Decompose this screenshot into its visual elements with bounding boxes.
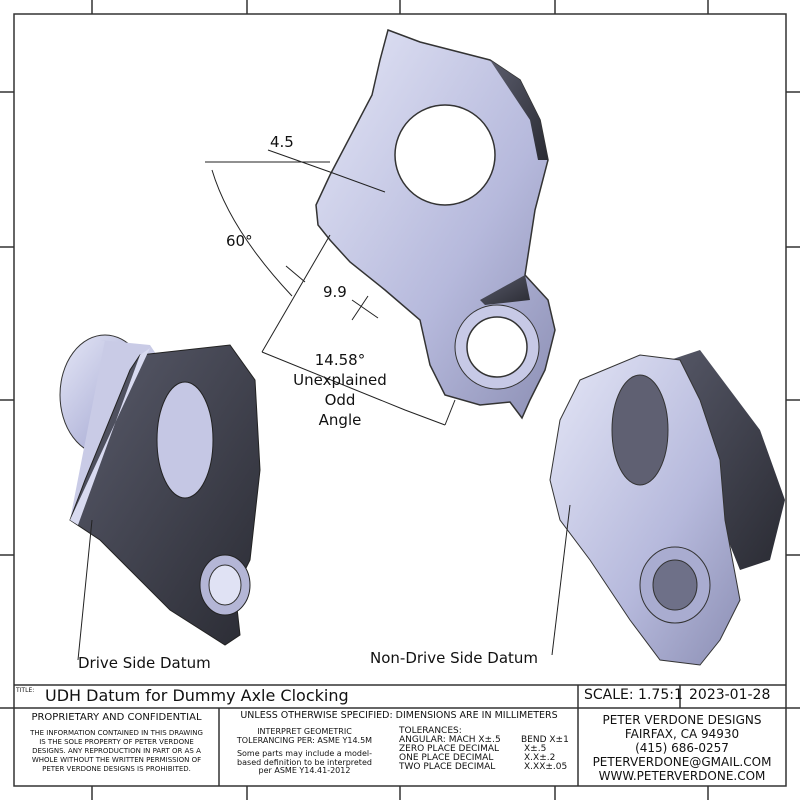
hanger-top-view: [315, 29, 556, 420]
drawing-title: UDH Datum for Dummy Axle Clocking: [45, 686, 349, 705]
hanger-drive-side-view: [59, 334, 261, 646]
dim-odd-angle: 14.58° Unexplained Odd Angle: [285, 350, 395, 430]
scale: SCALE: 1.75:1: [584, 687, 683, 703]
proprietary-heading: PROPRIETARY AND CONFIDENTIAL: [31, 712, 202, 723]
dim-angle: 60°: [226, 232, 253, 250]
dim-offset: 9.9: [323, 283, 347, 301]
odd-angle-note: Unexplained: [293, 371, 387, 389]
mbd-note: Some parts may include a model- based de…: [236, 749, 373, 775]
company-info: PETER VERDONE DESIGNS FAIRFAX, CA 94930 …: [592, 713, 772, 783]
dimension-lines: [205, 149, 456, 426]
non-drive-side-datum-label: Non-Drive Side Datum: [370, 649, 539, 667]
gdt-note: INTERPRET GEOMETRIC TOLERANCING PER: ASM…: [236, 727, 373, 745]
datum-leaders: [77, 504, 571, 661]
date: 2023-01-28: [689, 687, 771, 703]
hanger-non-drive-side-view: [549, 350, 785, 666]
title-block-frame: [0, 684, 800, 786]
proprietary-text: THE INFORMATION CONTAINED IN THIS DRAWIN…: [30, 729, 203, 773]
odd-angle-note: Angle: [318, 411, 362, 429]
odd-angle-note: Odd: [324, 391, 356, 409]
drive-side-datum-label: Drive Side Datum: [78, 654, 211, 672]
units-note: UNLESS OTHERWISE SPECIFIED: DIMENSIONS A…: [240, 710, 558, 721]
odd-angle-value: 14.58°: [314, 351, 366, 369]
title-label: TITLE:: [16, 687, 35, 694]
dim-thickness: 4.5: [270, 133, 294, 151]
